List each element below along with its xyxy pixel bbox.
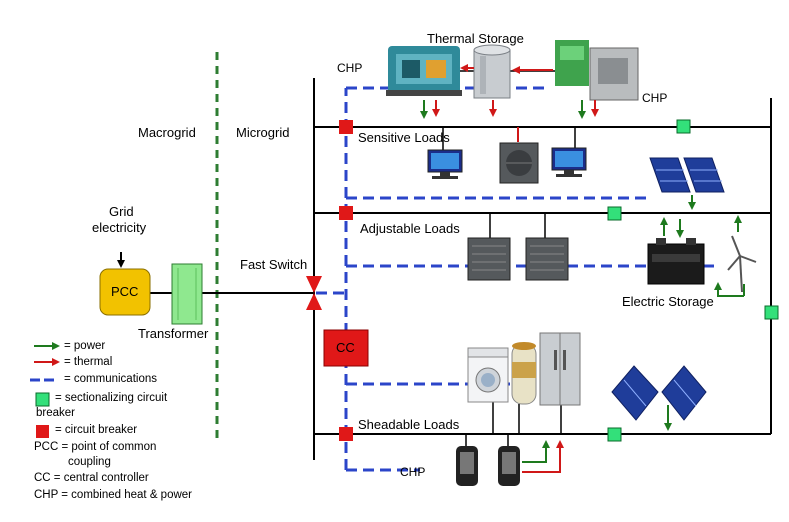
cc-label: CC bbox=[336, 340, 355, 355]
thermal-storage-tank bbox=[473, 44, 511, 99]
chp-unit-bottom-1 bbox=[456, 446, 478, 486]
refrigerator-icon bbox=[539, 332, 581, 406]
legend-thermal-text: = thermal bbox=[64, 356, 113, 368]
transformer-label: Transformer bbox=[138, 326, 209, 341]
pcc-box bbox=[99, 268, 151, 316]
legend-chp-text: CHP = combined heat & power bbox=[34, 489, 193, 501]
legend-sectionalizing-square bbox=[35, 392, 50, 407]
solar-panel-icon-bottom bbox=[611, 365, 707, 421]
wind-turbine-icon bbox=[727, 235, 757, 293]
adjustable-drops bbox=[489, 213, 546, 238]
legend-power-text: = power bbox=[64, 340, 106, 352]
computer-icon-1 bbox=[427, 149, 463, 179]
grid-label-line2: electricity bbox=[92, 220, 147, 235]
transformer-box bbox=[171, 263, 203, 325]
legend-breaker-square bbox=[36, 425, 49, 438]
circuit-breaker-1 bbox=[339, 120, 353, 134]
pcc-label: PCC bbox=[111, 284, 139, 299]
sheadable-drops bbox=[465, 400, 562, 446]
battery-icon bbox=[647, 238, 705, 285]
electric-storage-label: Electric Storage bbox=[622, 294, 714, 309]
chp-label-bottom: CHP bbox=[400, 465, 426, 479]
fast-switch-icon bbox=[306, 276, 322, 310]
legend-sectionalizing-text: = sectionalizing circuit bbox=[55, 392, 168, 404]
power-arrow-wind-batt bbox=[718, 284, 745, 297]
sensitive-loads-label: Sensitive Loads bbox=[358, 130, 450, 145]
adjustable-loads-label: Adjustable Loads bbox=[360, 221, 460, 236]
ac-unit-icon-1 bbox=[499, 142, 539, 184]
computer-icon-2 bbox=[551, 147, 587, 177]
ac-unit-icon-2 bbox=[467, 237, 511, 281]
thermal-arrow-chp-bottom bbox=[522, 440, 564, 473]
sectionalizing-breaker-2 bbox=[607, 206, 622, 221]
water-heater-icon bbox=[511, 342, 537, 405]
legend-cc-text: CC = central controller bbox=[34, 472, 149, 484]
power-arrow-chp-bottom bbox=[522, 440, 550, 463]
sectionalizing-breaker-1 bbox=[676, 119, 691, 134]
macrogrid-label: Macrogrid bbox=[138, 125, 196, 140]
legend-comms-text: = communications bbox=[64, 373, 157, 385]
central-controller-box bbox=[323, 329, 369, 367]
chp-engine-top bbox=[386, 46, 462, 96]
grid-label-line1: Grid bbox=[109, 204, 134, 219]
sheadable-loads-label: Sheadable Loads bbox=[358, 417, 460, 432]
chp-unit-bottom-2 bbox=[498, 446, 520, 486]
thermal-storage-label: Thermal Storage bbox=[427, 31, 524, 46]
washing-machine-icon bbox=[467, 347, 509, 403]
fast-switch-label: Fast Switch bbox=[240, 257, 308, 272]
legend-sectionalizing-text-2: breaker bbox=[36, 407, 75, 419]
ac-unit-icon-3 bbox=[525, 237, 569, 281]
chp-unit-top-right bbox=[555, 40, 639, 101]
legend-breaker-text: = circuit breaker bbox=[55, 424, 138, 436]
legend-pcc-text-2: coupling bbox=[68, 456, 111, 468]
microgrid-label: Microgrid bbox=[236, 125, 290, 140]
sectionalizing-breaker-4 bbox=[764, 305, 779, 320]
transformer-lines bbox=[177, 268, 197, 320]
legend-pcc-text: PCC = point of common bbox=[34, 441, 157, 453]
sectionalizing-breaker-3 bbox=[607, 427, 622, 442]
chp-label-top-left: CHP bbox=[337, 61, 363, 75]
circuit-breaker-2 bbox=[339, 206, 353, 220]
solar-panel-icon-top bbox=[649, 157, 725, 193]
circuit-breaker-3 bbox=[339, 427, 353, 441]
chp-label-top-right: CHP bbox=[642, 91, 668, 105]
